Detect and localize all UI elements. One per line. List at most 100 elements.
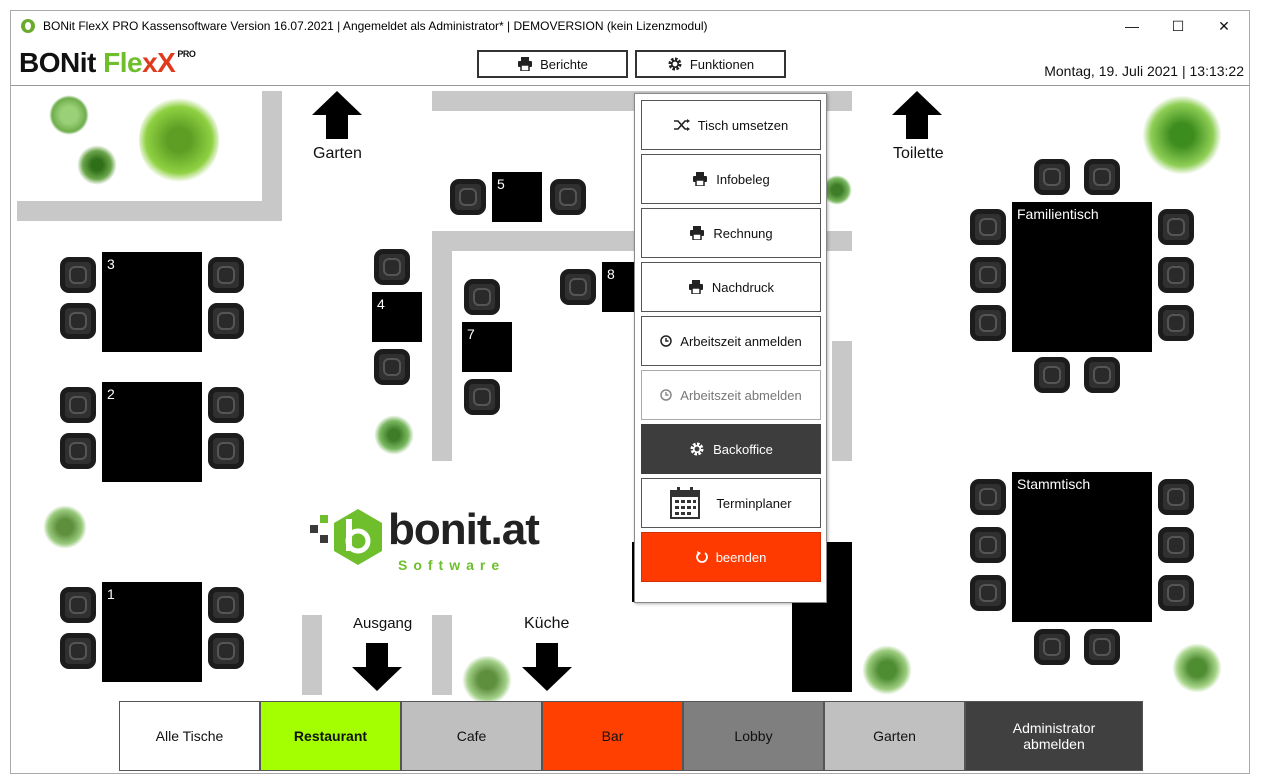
chair	[374, 249, 410, 285]
chair	[1084, 357, 1120, 393]
menu-item-arbeitszeit-abmelden[interactable]: Arbeitszeit abmelden	[641, 370, 821, 420]
shuffle-icon	[673, 119, 690, 131]
clock-icon	[660, 335, 673, 347]
chair	[970, 305, 1006, 341]
chair	[60, 257, 96, 293]
chair	[970, 479, 1006, 515]
plant-icon	[77, 145, 117, 185]
chair	[1158, 305, 1194, 341]
chair	[208, 387, 244, 423]
power-icon	[695, 551, 708, 563]
table-7[interactable]: 7	[462, 322, 512, 372]
printer-icon	[518, 57, 533, 71]
toilette-label: Toilette	[893, 145, 944, 162]
gear-icon	[668, 57, 682, 71]
close-button[interactable]: ✕	[1218, 17, 1230, 34]
chair	[1084, 159, 1120, 195]
tab-alle-tische[interactable]: Alle Tische	[119, 701, 260, 771]
plant-icon	[43, 505, 87, 549]
plant-icon	[139, 95, 219, 185]
wall	[302, 615, 322, 695]
menu-item-backoffice[interactable]: Backoffice	[641, 424, 821, 474]
brand-name: bonit.at	[388, 505, 540, 554]
clock-icon	[660, 389, 673, 401]
chair	[60, 387, 96, 423]
calendar-icon	[670, 487, 701, 519]
chair	[60, 433, 96, 469]
floor-plan: Garten Toilette Ausgang Küche 3 2 1	[11, 87, 1249, 705]
plant-icon	[374, 415, 414, 455]
arrow-down-icon	[352, 643, 402, 691]
funktionen-menu: Tisch umsetzen Infobeleg Rechnung Nachdr…	[634, 93, 827, 603]
chair	[1158, 479, 1194, 515]
chair	[1158, 257, 1194, 293]
bonit-logo-icon	[310, 509, 382, 565]
menu-item-tisch-umsetzen[interactable]: Tisch umsetzen	[641, 100, 821, 150]
window-title: BONit FlexX PRO Kassensoftware Version 1…	[43, 19, 708, 33]
chair	[1158, 209, 1194, 245]
menu-item-terminplaner[interactable]: Terminplaner	[641, 478, 821, 528]
chair	[1034, 159, 1070, 195]
table-5[interactable]: 5	[492, 172, 542, 222]
printer-icon	[690, 226, 705, 240]
chair	[60, 303, 96, 339]
berichte-button[interactable]: Berichte	[477, 50, 628, 78]
chair	[550, 179, 586, 215]
minimize-button[interactable]: —	[1125, 18, 1139, 34]
tab-garten[interactable]: Garten	[824, 701, 965, 771]
ausgang-label: Ausgang	[353, 615, 413, 632]
table-stammtisch[interactable]: Stammtisch	[1012, 472, 1152, 622]
plant-icon	[822, 175, 852, 205]
wall	[432, 231, 452, 461]
datetime-display: Montag, 19. Juli 2021 | 13:13:22	[1044, 63, 1244, 79]
chair	[208, 257, 244, 293]
chair	[970, 575, 1006, 611]
tab-lobby[interactable]: Lobby	[683, 701, 824, 771]
administrator-abmelden-button[interactable]: Administrator abmelden	[965, 701, 1143, 771]
garten-label: Garten	[313, 145, 362, 162]
menu-item-beenden[interactable]: beenden	[641, 532, 821, 582]
plant-icon	[49, 95, 89, 135]
chair	[1158, 527, 1194, 563]
wall	[432, 615, 452, 695]
chair	[374, 349, 410, 385]
maximize-button[interactable]: ☐	[1171, 17, 1185, 34]
chair	[560, 269, 596, 305]
chair	[60, 587, 96, 623]
table-1[interactable]: 1	[102, 582, 202, 682]
tab-restaurant[interactable]: Restaurant	[260, 701, 401, 771]
chair	[208, 633, 244, 669]
chair	[970, 209, 1006, 245]
chair	[208, 433, 244, 469]
app-icon	[21, 19, 35, 33]
kueche-label: Küche	[524, 615, 570, 632]
menu-item-infobeleg[interactable]: Infobeleg	[641, 154, 821, 204]
table-familientisch[interactable]: Familientisch	[1012, 202, 1152, 352]
wall	[262, 91, 282, 221]
table-4[interactable]: 4	[372, 292, 422, 342]
title-bar: BONit FlexX PRO Kassensoftware Version 1…	[11, 11, 1249, 41]
table-3[interactable]: 3	[102, 252, 202, 352]
menu-item-arbeitszeit-anmelden[interactable]: Arbeitszeit anmelden	[641, 316, 821, 366]
plant-icon	[862, 645, 912, 695]
chair	[970, 527, 1006, 563]
chair	[60, 633, 96, 669]
wall	[832, 341, 852, 461]
wall	[17, 201, 282, 221]
app-window: BONit FlexX PRO Kassensoftware Version 1…	[10, 10, 1250, 774]
chair	[1084, 629, 1120, 665]
table-2[interactable]: 2	[102, 382, 202, 482]
printer-icon	[688, 280, 703, 294]
chair	[208, 303, 244, 339]
menu-item-nachdruck[interactable]: Nachdruck	[641, 262, 821, 312]
brand-sub: Software	[398, 557, 506, 573]
chair	[1034, 629, 1070, 665]
menu-item-rechnung[interactable]: Rechnung	[641, 208, 821, 258]
tab-cafe[interactable]: Cafe	[401, 701, 542, 771]
funktionen-button[interactable]: Funktionen	[635, 50, 786, 78]
chair	[208, 587, 244, 623]
chair	[450, 179, 486, 215]
chair	[970, 257, 1006, 293]
tab-bar[interactable]: Bar	[542, 701, 683, 771]
